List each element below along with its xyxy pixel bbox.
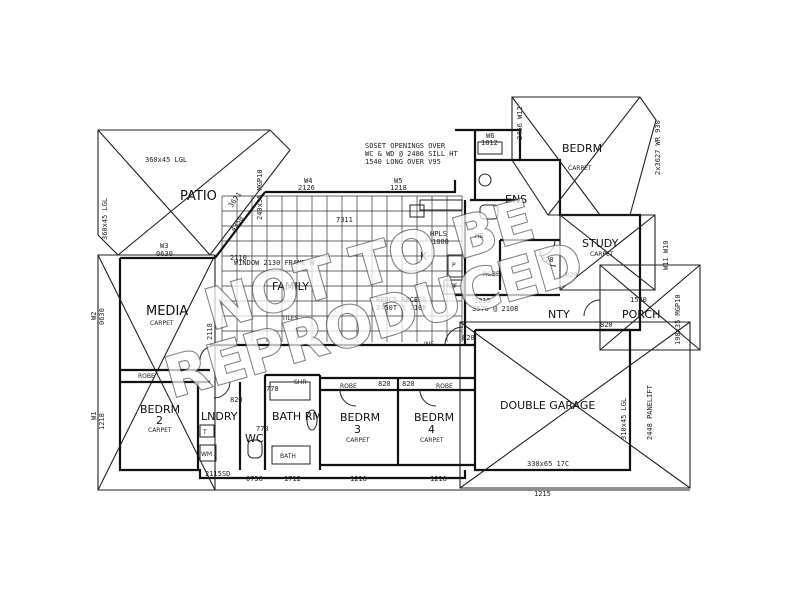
- dim-panelift: 2448 PANELIFT: [646, 384, 654, 440]
- dim-garage-beam: 330x65 17C: [527, 460, 569, 468]
- dim-bed-wall-right: 2x3627 WR 930: [654, 120, 662, 175]
- family-label: FAMILY: [272, 280, 309, 293]
- bedroom-4-label: BEDRM: [414, 411, 454, 424]
- bedroom-4-robe: ROBE: [436, 383, 453, 390]
- ensuite-label: ENS: [505, 193, 527, 206]
- dim-mgp-porch: 190x35 MGP10: [674, 294, 682, 345]
- media-robe-label: ROBE: [138, 373, 155, 380]
- dim-0756: 0756: [246, 475, 263, 483]
- dim-2110: 2110: [230, 254, 247, 262]
- dim-w4-val: 2126: [298, 184, 315, 192]
- dim-w5-val: 1218: [390, 184, 407, 192]
- tub-label: T: [202, 429, 207, 436]
- bedroom-3-robe: ROBE: [340, 383, 357, 390]
- dim-garage-side: 310x45 LGL: [620, 398, 628, 440]
- dim-1712: 1712: [284, 475, 301, 483]
- dim-2118: 2118: [206, 323, 214, 340]
- dim-w5: W5: [394, 177, 402, 185]
- laundry-label: LNDRY: [201, 410, 238, 423]
- double-garage-label: DOUBLE GARAGE: [500, 399, 595, 412]
- wc-label: WC: [245, 432, 264, 445]
- dim-w-left2: W1: [90, 412, 98, 420]
- bedroom-4-number: 4: [428, 423, 435, 436]
- dim-820-bed3: 820: [378, 380, 391, 388]
- bedroom-3-floor: CARPET: [346, 437, 370, 444]
- dim-w-left: W2: [90, 312, 98, 320]
- room-labels: PATIO MEDIA CARPET FAMILY TILES K BEDRM …: [138, 142, 660, 460]
- dim-w-left-val: 0630: [98, 308, 106, 325]
- bath-label: BATH: [280, 453, 296, 460]
- dim-770-bath: 770: [266, 385, 279, 393]
- washing-machine-label: WM: [201, 451, 212, 458]
- dim-hpls: HPLS: [430, 230, 447, 238]
- fridge-label: REF: [446, 283, 458, 290]
- dim-820-ens: 820: [541, 256, 554, 264]
- dim-sill-note-2: WC & WD @ 2486 SILL HT: [365, 150, 459, 158]
- dim-w3: W3: [160, 242, 168, 250]
- linen-label: INE: [424, 341, 434, 348]
- dim-recess-note: REDC5 RECESS: [376, 296, 427, 304]
- dim-sill-note-3: 1540 LONG OVER V95: [365, 158, 441, 166]
- pantry-label: P: [452, 262, 456, 269]
- exterior-walls: [97, 96, 701, 491]
- porch-label: PORCH: [622, 308, 660, 321]
- kitchen-label: K: [420, 250, 428, 263]
- dim-1215: 1215: [474, 297, 491, 305]
- study-floor-label: CARPET: [590, 251, 614, 258]
- bedroom-3-number: 3: [354, 423, 361, 436]
- bedroom-2-number: 2: [156, 414, 163, 427]
- ensuite-robe-label: ROBE: [483, 271, 500, 278]
- dim-sill-note-1: SOSET OPENINGS OVER: [365, 142, 446, 150]
- entry-label: NTY: [548, 308, 570, 321]
- patio-label: PATIO: [180, 189, 217, 204]
- dim-820-linen: 820: [462, 334, 475, 342]
- dim-1800-hpls: 1800: [432, 238, 449, 246]
- bathroom-label: BATH RM: [272, 410, 322, 423]
- dim-1218-b: 1218: [430, 475, 447, 483]
- dim-1580: 1580: [630, 296, 647, 304]
- tiles-label: TILES: [281, 315, 299, 322]
- dim-mgp-patio: 240x35 MGP10: [256, 169, 264, 220]
- dim-1215-bottom: 1215: [534, 490, 551, 498]
- interior-walls: [120, 130, 601, 470]
- dim-820-bed4: 820: [402, 380, 415, 388]
- shower-label: SHR: [294, 379, 307, 386]
- dim-w6-val: 1812: [481, 139, 498, 147]
- dim-w3-val: 0630: [156, 250, 173, 258]
- dim-7311: 7311: [336, 216, 353, 224]
- dim-w6: W6: [486, 132, 494, 140]
- bedroom-2-label: BEDRM: [140, 403, 180, 416]
- dim-1218-a: 1218: [350, 475, 367, 483]
- pantry-label-2: P: [452, 284, 456, 291]
- bedroom-2-floor: CARPET: [148, 427, 172, 434]
- dim-mb: MB: [475, 232, 483, 240]
- dim-window-note: WINDOW 2130 FRAME H: [234, 259, 314, 267]
- dim-820-porch: 820: [600, 321, 613, 329]
- master-bedroom-floor: CARPET: [568, 165, 592, 172]
- media-label: MEDIA: [146, 304, 188, 319]
- bedroom-4-floor: CARPET: [420, 437, 444, 444]
- dim-2466: 2466 W12: [516, 106, 524, 140]
- dim-recess-val: 3450T @ 2108: [376, 304, 427, 312]
- study-label: STUDY: [582, 237, 619, 250]
- dim-2115-bottom: 2115SD: [205, 470, 230, 478]
- dim-820-study: 820: [565, 271, 578, 279]
- dim-770-wc: 770: [256, 425, 269, 433]
- bedroom-3-label: BEDRM: [340, 411, 380, 424]
- dim-w4: W4: [304, 177, 312, 185]
- dim-wr-study: W11 W10: [662, 240, 670, 270]
- dim-lgl-left: 360x45 LGL: [101, 198, 109, 240]
- master-bedroom-label: BEDRM: [562, 142, 602, 155]
- dim-w-left2-val: 1218: [98, 413, 106, 430]
- dim-3570: 3570 @ 2108: [472, 305, 518, 313]
- media-floor-label: CARPET: [150, 320, 174, 327]
- dim-patio-4350: 4350: [229, 215, 245, 233]
- dim-patio-3671: 3671: [227, 191, 243, 209]
- dim-lgl-top: 360x45 LGL: [145, 156, 187, 164]
- tiled-floor-grid: [221, 195, 463, 342]
- dim-820-media: 820: [230, 396, 243, 404]
